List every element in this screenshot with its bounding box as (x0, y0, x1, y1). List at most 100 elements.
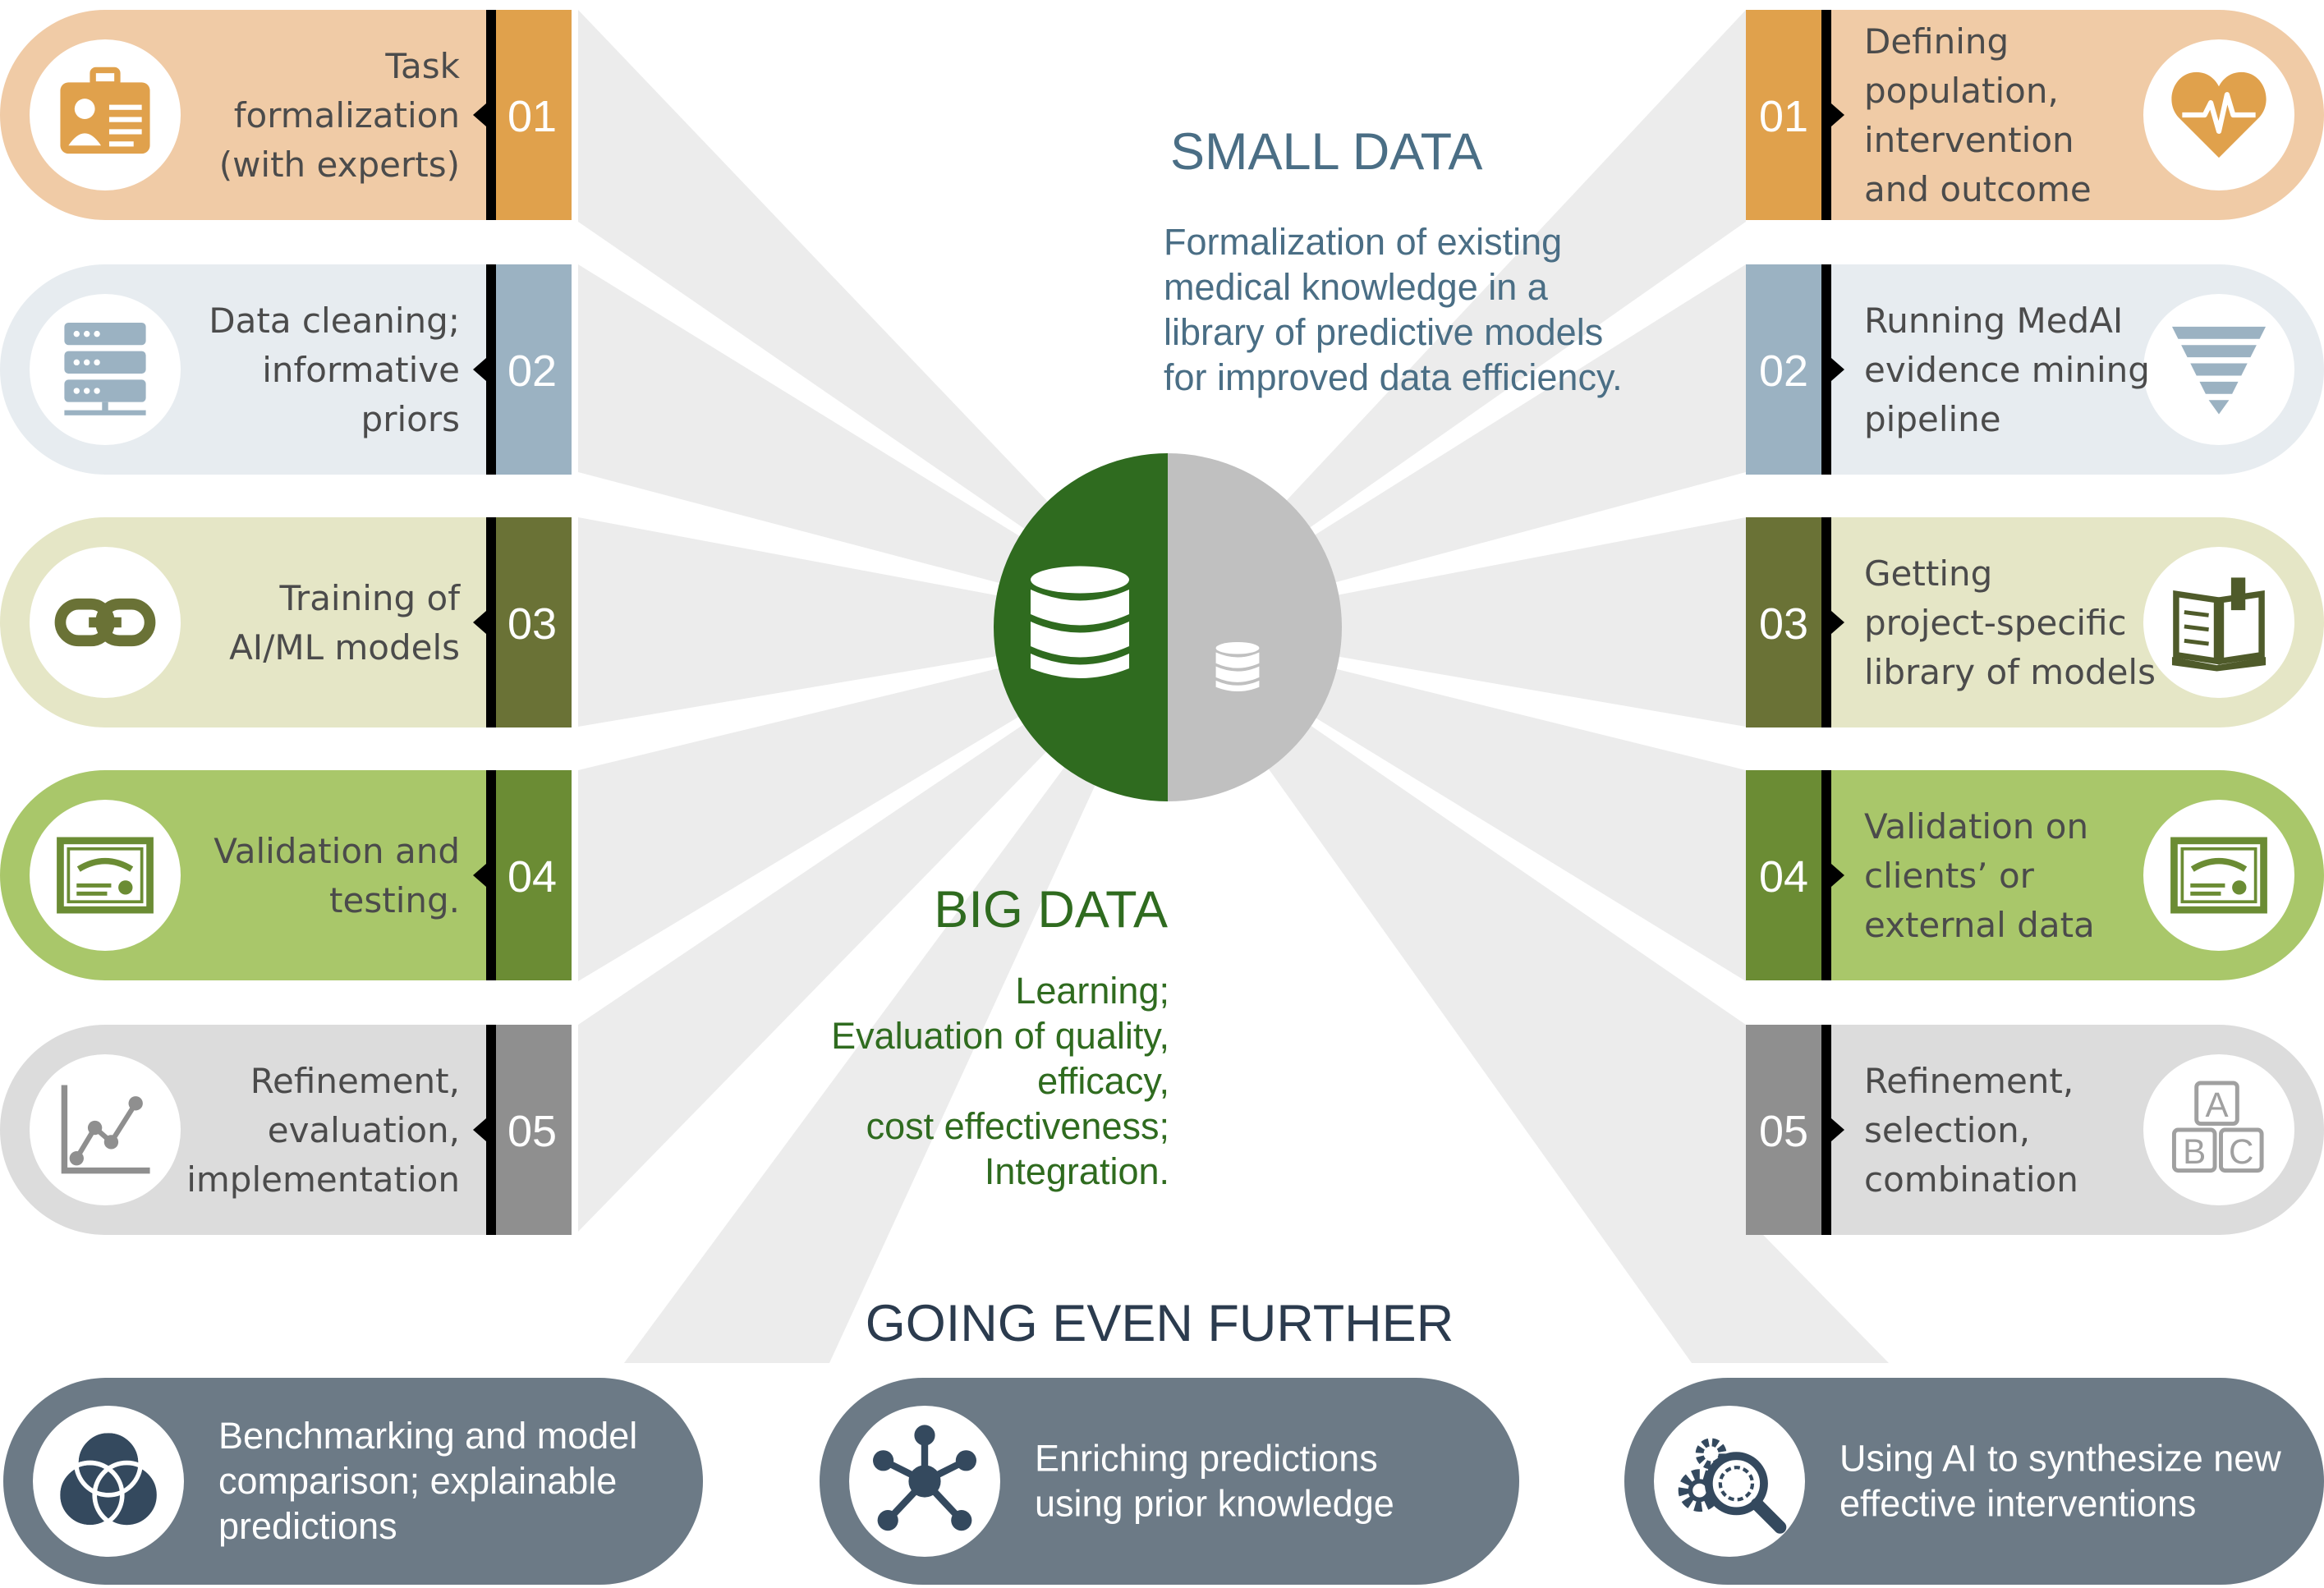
text-line: comparison; explainable (218, 1460, 617, 1502)
text-line: Benchmarking and model (218, 1415, 637, 1457)
text-line: Using AI to synthesize new (1839, 1438, 2281, 1480)
step-pointer (473, 358, 486, 381)
step-number: 03 (508, 599, 557, 649)
text-line: population, (1864, 71, 2059, 111)
text-line: formalization (234, 95, 460, 135)
text-line: Training of (278, 578, 461, 618)
step-number: 02 (508, 347, 557, 396)
step-number-tab (496, 517, 572, 727)
text-line: Running MedAI (1864, 301, 2123, 341)
text-line: Refinement, (250, 1061, 460, 1101)
light-ray (578, 517, 1168, 727)
text-line: effective interventions (1839, 1483, 2196, 1525)
step-label: Refinement,evaluation,implementation (186, 1061, 460, 1200)
step-number-tab (1746, 10, 1821, 220)
step-label: Getting project-specific library of models (1864, 553, 2156, 692)
data-circle (994, 453, 1342, 801)
light-rays (578, 10, 1889, 1363)
step-number: 05 (1759, 1107, 1808, 1156)
text-line: library of models (1864, 652, 2156, 692)
step-divider (486, 264, 496, 475)
text-line: cost effectiveness; (866, 1105, 1169, 1147)
step-pointer (473, 611, 486, 634)
text-line: combination (1864, 1159, 2078, 1200)
text-line: and outcome (1864, 169, 2092, 209)
icon-badge (2143, 1054, 2294, 1205)
step-number: 01 (508, 92, 557, 141)
left-step-03: 03 Training of AI/ML models (0, 517, 572, 727)
icon-badge (30, 1054, 181, 1205)
text-line: external data (1864, 905, 2095, 945)
text-line: Getting (1864, 553, 1992, 594)
text-line: Enriching predictions (1035, 1438, 1378, 1480)
icon-badge (30, 800, 181, 951)
text-line: medical knowledge in a (1164, 266, 1549, 308)
text-line: pipeline (1864, 399, 2001, 439)
further-pill (1624, 1378, 2324, 1585)
step-number-tab (496, 10, 572, 220)
step-divider (486, 1025, 496, 1235)
text-line: implementation (186, 1159, 460, 1200)
text-line: priors (361, 399, 460, 439)
light-ray (1168, 10, 1746, 627)
text-line: Task (384, 46, 460, 86)
step-label: Running MedAI evidence mining pipeline (1864, 301, 2150, 439)
light-ray (624, 627, 1168, 1363)
step-divider (1821, 770, 1831, 980)
text-line: for improved data efficiency. (1164, 356, 1623, 398)
text-line: predictions (218, 1505, 397, 1547)
step-number-tab (1746, 770, 1821, 980)
text-line: Integration. (985, 1150, 1169, 1192)
id-card-icon (60, 70, 149, 154)
text-line: using prior knowledge (1035, 1483, 1394, 1525)
step-number-tab (1746, 264, 1821, 475)
text-line: intervention (1864, 120, 2074, 160)
step-pointer (473, 864, 486, 887)
text-line: Evaluation of quality, (831, 1015, 1169, 1057)
big-data-title: BIG DATA (934, 881, 1168, 939)
right-step-05: 05 Refinement,selection,combination (1746, 1025, 2324, 1235)
step-number-tab (496, 264, 572, 475)
text-line: evidence mining (1864, 350, 2150, 390)
further-pill (3, 1378, 703, 1585)
icon-badge (2143, 800, 2294, 951)
step-number: 04 (508, 852, 557, 902)
step-divider (486, 517, 496, 727)
small-data-title: SMALL DATA (1170, 123, 1482, 181)
step-divider (486, 770, 496, 980)
step-pointer (473, 1118, 486, 1141)
text-line: efficacy, (1037, 1060, 1169, 1102)
light-ray (1168, 517, 1746, 727)
text-line: project-specific (1864, 603, 2127, 643)
text-line: library of predictive models (1164, 311, 1603, 353)
further-pill (820, 1378, 1519, 1585)
text-line: Validation and (214, 831, 460, 871)
step-pointer (1831, 103, 1844, 126)
text-line: Data cleaning; (209, 301, 460, 341)
step-divider (1821, 517, 1831, 727)
step-divider (1821, 1025, 1831, 1235)
light-ray (578, 10, 1168, 627)
light-ray (1168, 627, 1889, 1363)
light-ray (578, 627, 1168, 1232)
text-line: Learning; (1015, 970, 1169, 1012)
text-line: AI/ML models (229, 627, 460, 668)
step-pointer (473, 103, 486, 126)
step-label: Refinement,selection,combination (1864, 1061, 2078, 1200)
